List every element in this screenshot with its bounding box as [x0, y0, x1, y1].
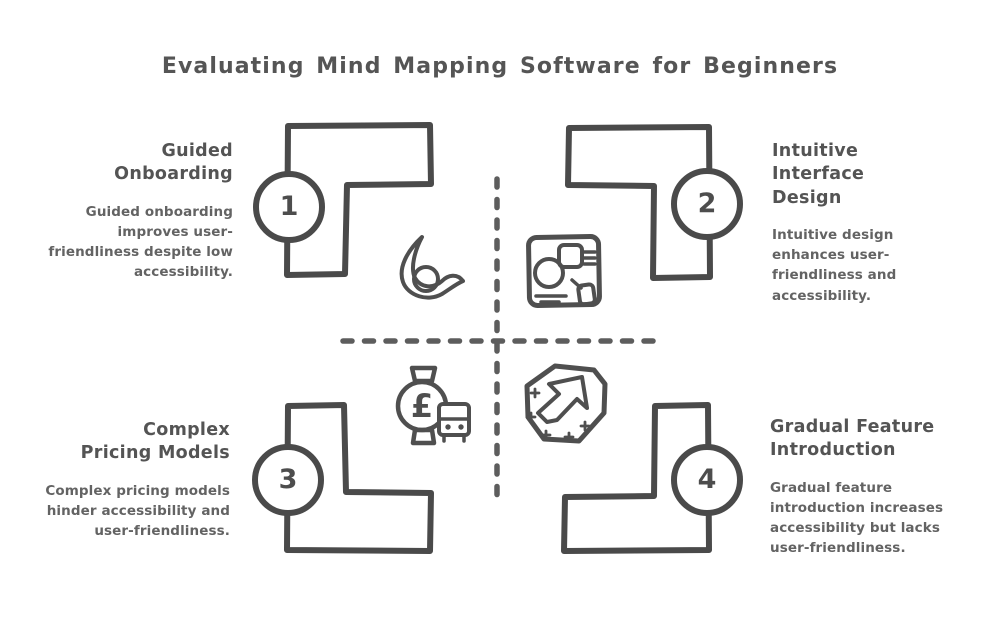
step-number-3: 3 [278, 464, 298, 495]
mindmap-document-icon [526, 234, 602, 308]
step-circle-1 [253, 171, 325, 243]
corner-block-top-right [565, 124, 713, 281]
quadrant-3-description: Complex pricing models hinder accessibil… [45, 482, 230, 540]
quadrant-2-text: Intuitive Interface Design Intuitive des… [772, 140, 934, 306]
quadrant-4-description: Gradual feature introduction increases a… [770, 479, 944, 557]
pound-symbol: £ [411, 387, 433, 425]
step-circle-2 [671, 168, 743, 240]
step-circle-3 [252, 444, 324, 516]
step-number-2: 2 [697, 188, 717, 219]
corner-block-bottom-left [284, 402, 434, 554]
corner-block-bottom-right [561, 402, 712, 554]
arrow-up-right-badge-icon [524, 363, 608, 444]
step-number-1: 1 [279, 191, 299, 222]
step-number-4: 4 [697, 464, 717, 495]
corner-block-top-left [284, 122, 434, 278]
quadrant-1-text: Guided Onboarding Guided onboarding impr… [28, 140, 233, 283]
quadrant-3-heading: Complex Pricing Models [80, 420, 230, 464]
guidance-swirl-icon [399, 235, 465, 300]
watch-pound-payment-icon: £ [395, 365, 471, 446]
quadrant-2-heading: Intuitive Interface Design [772, 141, 865, 208]
quadrant-1-heading: Guided Onboarding [114, 141, 233, 185]
quadrant-4-heading: Gradual Feature Introduction [770, 417, 935, 461]
page-title: Evaluating Mind Mapping Software for Beg… [161, 54, 839, 79]
quadrant-2-description: Intuitive design enhances user-friendlin… [772, 226, 897, 304]
quadrant-1-description: Guided onboarding improves user-friendli… [48, 203, 233, 281]
quadrant-4-text: Gradual Feature Introduction Gradual fea… [770, 416, 962, 559]
quadrant-3-text: Complex Pricing Models Complex pricing m… [30, 419, 230, 541]
step-circle-4 [671, 444, 743, 516]
